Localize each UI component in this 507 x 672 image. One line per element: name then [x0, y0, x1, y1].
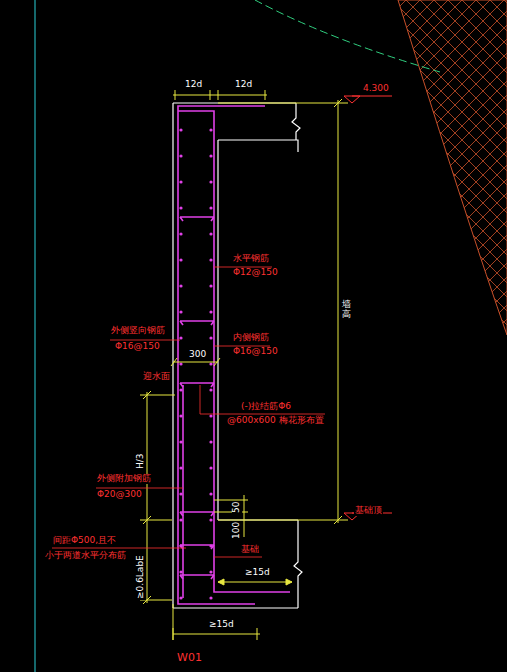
bar-dot — [209, 492, 212, 495]
drawing-label: ≥15d — [208, 620, 235, 630]
bar-dot — [179, 258, 182, 261]
bar-dot — [179, 310, 182, 313]
bar-dot — [179, 518, 182, 521]
drawing-label: 50 — [232, 501, 242, 514]
bar-dot — [209, 128, 212, 131]
drawing-label: 基础 — [240, 545, 260, 555]
drawing-label: Φ20@300 — [96, 490, 143, 500]
bar-dot — [209, 466, 212, 469]
drawing-label: Φ16@150 — [114, 342, 161, 352]
drawing-label: 内侧钢筋 — [232, 333, 270, 343]
drawing-label: 基础顶 — [354, 506, 383, 516]
bar-dot — [179, 596, 182, 599]
bar-dot — [179, 128, 182, 131]
drawing-label: (-)拉结筋Φ6 — [240, 402, 292, 412]
bar-dot — [179, 388, 182, 391]
bar-dot — [209, 544, 212, 547]
bar-dot — [179, 206, 182, 209]
drawing-label: ≥15d — [244, 568, 271, 578]
drawing-label: 12d — [184, 80, 203, 90]
drawing-label: 4.300 — [362, 84, 390, 94]
drawing-label: 12d — [234, 80, 253, 90]
bar-dot — [179, 232, 182, 235]
drawing-label: H/3 — [136, 452, 146, 470]
bar-dot — [209, 518, 212, 521]
drawing-label: 外侧附加钢筋 — [96, 474, 152, 484]
drawing-label: 水平钢筋 — [232, 254, 270, 264]
drawing-label: 300 — [188, 350, 207, 360]
bar-dot — [209, 336, 212, 339]
bar-dot — [209, 154, 212, 157]
bar-dot — [179, 544, 182, 547]
bar-dot — [179, 570, 182, 573]
bar-dot — [179, 180, 182, 183]
bar-dot — [209, 206, 212, 209]
bar-dot — [179, 284, 182, 287]
bar-dot — [209, 596, 212, 599]
bar-dot — [209, 310, 212, 313]
drawing-label: ≥0.6LabE — [136, 554, 146, 600]
bar-dot — [209, 232, 212, 235]
drawing-label: 外侧竖向钢筋 — [110, 326, 166, 336]
bar-dot — [179, 154, 182, 157]
bar-dot — [179, 466, 182, 469]
drawing-label: @600x600 梅花形布置 — [226, 416, 325, 426]
bar-dot — [209, 258, 212, 261]
bar-dot — [209, 362, 212, 365]
bar-dot — [179, 492, 182, 495]
bar-dot — [209, 414, 212, 417]
drawing-label: W01 — [176, 652, 203, 664]
drawing-label: 间距Φ500,且不 — [52, 536, 117, 546]
bar-dot — [179, 440, 182, 443]
bar-dot — [209, 570, 212, 573]
drawing-label: 迎水面 — [142, 372, 171, 382]
bar-dot — [209, 284, 212, 287]
drawing-label: 小于两道水平分布筋 — [44, 551, 127, 561]
drawing-label: 墙高 — [341, 300, 352, 320]
bar-dot — [209, 180, 212, 183]
bar-dot — [179, 362, 182, 365]
bar-dot — [209, 388, 212, 391]
drawing-label: 100 — [232, 521, 242, 540]
drawing-label: Φ16@150 — [232, 347, 279, 357]
drawing-label: Φ12@150 — [232, 268, 279, 278]
bar-dot — [179, 336, 182, 339]
bar-dot — [209, 440, 212, 443]
bar-dot — [179, 414, 182, 417]
